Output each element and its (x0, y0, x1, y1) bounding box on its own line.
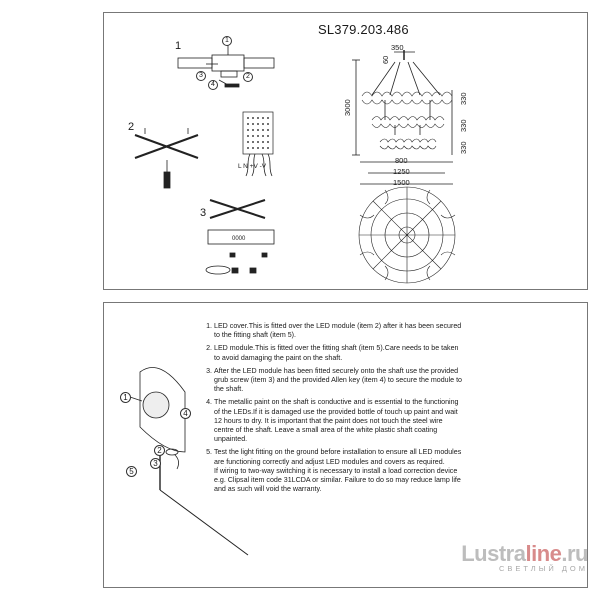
callout-1: 1 (120, 392, 131, 403)
crystal-ring-bottom (379, 138, 437, 150)
instruction-2: LED module.This is fitted over the fitti… (214, 344, 462, 362)
step-3-drawing: 0000 (205, 199, 275, 275)
wiring-terminal-labels: L N +V -V (238, 163, 267, 170)
cross-arms-drawing (134, 128, 199, 189)
crystal-ring-middle (371, 116, 445, 128)
instruction-4: The metallic paint on the shaft is condu… (214, 398, 462, 444)
brand-name-b: line (525, 541, 562, 566)
instruction-panel (103, 302, 588, 588)
instruction-5: Test the light fitting on the ground bef… (214, 448, 462, 494)
chandelier-top-view (358, 186, 456, 284)
step-3-label: 3 (200, 207, 207, 219)
step1-callout-4: 4 (208, 80, 218, 90)
step1-callout-2: 2 (243, 72, 253, 82)
instruction-5-text: Test the light fitting on the ground bef… (214, 448, 462, 466)
dim-1500: 1500 (393, 178, 410, 187)
instruction-3: After the LED module has been fitted sec… (214, 367, 462, 395)
brand-name-c: .ru (561, 541, 588, 566)
led-module-cross-section (129, 367, 249, 556)
brand-tagline: СВЕТЛЫЙ ДОМ (498, 564, 588, 573)
brand-logo: Lustraline.ru СВЕТЛЫЙ ДОМ (461, 541, 588, 573)
dim-800: 800 (395, 156, 408, 165)
model-number: SL379.203.486 (318, 22, 409, 37)
connector-drawing (177, 42, 275, 88)
led-module-drawing (242, 111, 274, 177)
step-1-label: 1 (175, 40, 182, 52)
callout-5: 5 (126, 466, 137, 477)
instruction-1: LED cover.This is fitted over the LED mo… (214, 322, 462, 340)
step1-callout-1: 1 (222, 36, 232, 46)
dim-1250: 1250 (393, 167, 410, 176)
step1-callout-3: 3 (196, 71, 206, 81)
callout-4: 4 (180, 408, 191, 419)
dim-350: 350 (391, 43, 404, 52)
brand-name-a: Lustra (461, 541, 526, 566)
step-2-label: 2 (128, 121, 135, 133)
callout-3: 3 (150, 458, 161, 469)
svg-text:0000: 0000 (232, 236, 246, 242)
crystal-ring-top (361, 91, 453, 105)
callout-2: 2 (154, 445, 165, 456)
instructions-text: LED cover.This is fitted over the LED mo… (200, 322, 462, 498)
instruction-note: If wiring to two-way switching it is nec… (214, 466, 461, 494)
chandelier-side-view (352, 50, 453, 185)
